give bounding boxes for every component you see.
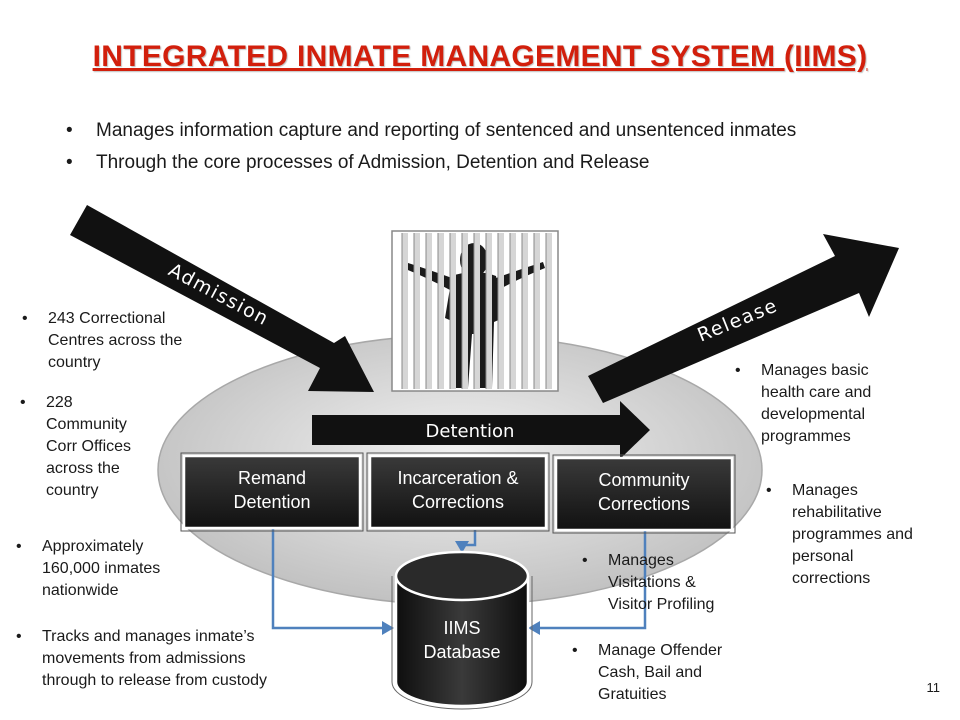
note-rehabilitative: Manages rehabilitative programmes and pe… (766, 480, 913, 590)
incarceration-label-line1: Incarceration & (397, 468, 518, 488)
remand-detention-box: Remand Detention (180, 452, 364, 532)
page-number: 11 (926, 680, 941, 695)
note-line: Approximately (42, 538, 144, 555)
page-title: INTEGRATED INMATE MANAGEMENT SYSTEM (IIM… (92, 40, 868, 73)
community-corrections-box: Community Corrections (552, 454, 736, 534)
remand-detention-label-line2: Detention (233, 492, 310, 512)
note-line: rehabilitative (792, 504, 882, 521)
note-health-care: Manages basic health care and developmen… (735, 360, 871, 448)
incarceration-label-line2: Corrections (412, 492, 504, 512)
note-line: programmes (761, 428, 851, 445)
note-line: health care and (761, 384, 872, 401)
community-label-line1: Community (598, 470, 689, 490)
note-line: Cash, Bail and (598, 664, 703, 681)
note-line: personal (792, 548, 854, 565)
incarceration-corrections-box: Incarceration & Corrections (366, 452, 550, 532)
community-label-line2: Corrections (598, 494, 690, 514)
note-line: Corr Offices (46, 438, 132, 455)
note-line: Gratuities (598, 686, 667, 703)
note-line: Tracks and manages inmate’s (42, 628, 255, 645)
note-line: Community (46, 416, 127, 433)
note-line: corrections (792, 570, 871, 587)
note-line: Visitor Profiling (608, 596, 715, 613)
note-line: movements from admissions (42, 650, 246, 667)
intro-bullet-list: Manages information capture and reportin… (66, 118, 886, 182)
note-visitations: Manages Visitations & Visitor Profiling (582, 550, 714, 616)
note-correctional-centres: 243 Correctional Centres across the coun… (22, 308, 182, 374)
note-line: country (48, 354, 101, 371)
note-line: Manages basic (761, 362, 869, 379)
note-line: Visitations & (608, 574, 696, 591)
note-line: 160,000 inmates (42, 560, 161, 577)
note-offender-cash: Manage Offender Cash, Bail and Gratuitie… (572, 640, 722, 706)
note-line: Centres across the (48, 332, 183, 349)
intro-bullet: Through the core processes of Admission,… (66, 150, 886, 176)
note-line: Manages (608, 552, 674, 569)
note-line: programmes and (792, 526, 913, 543)
note-line: through to release from custody (42, 672, 268, 689)
remand-detention-label-line1: Remand (238, 468, 306, 488)
prisoner-behind-bars-icon (391, 230, 559, 392)
note-line: Manages (792, 482, 858, 499)
iims-database-cylinder: IIMS Database (391, 550, 533, 710)
detention-arrow-label: Detention (426, 421, 515, 442)
note-line: 243 Correctional (48, 310, 166, 327)
database-label-line1: IIMS (443, 618, 480, 638)
database-label-line2: Database (423, 642, 500, 662)
detention-arrow: Detention (312, 401, 650, 459)
note-line: 228 (46, 394, 73, 411)
note-line: developmental (761, 406, 866, 423)
note-community-offices: 228 Community Corr Offices across the co… (20, 392, 131, 502)
connector-arrowheads (382, 541, 540, 635)
note-line: nationwide (42, 582, 119, 599)
note-inmate-movements: Tracks and manages inmate’s movements fr… (16, 626, 267, 692)
note-line: Manage Offender (598, 642, 723, 659)
note-line: across the (46, 460, 120, 477)
intro-bullet: Manages information capture and reportin… (66, 118, 886, 144)
note-inmate-count: Approximately 160,000 inmates nationwide (16, 536, 160, 602)
note-line: country (46, 482, 99, 499)
